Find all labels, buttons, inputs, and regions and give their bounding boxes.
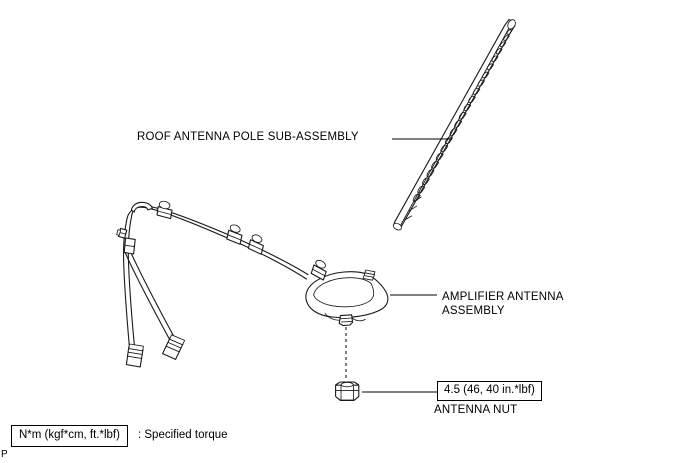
harness-clip — [156, 200, 173, 220]
torque-legend-box: N*m (kgf*cm, ft.*lbf) — [11, 425, 128, 447]
label-amplifier-antenna: AMPLIFIER ANTENNA ASSEMBLY — [442, 290, 564, 318]
antenna-nut-part — [335, 381, 360, 401]
amplifier-antenna-part — [305, 269, 389, 327]
torque-value-box: 4.5 (46, 40 in.*lbf) — [437, 381, 542, 401]
roof-antenna-pole-part — [392, 19, 516, 231]
label-amplifier-antenna-line2: ASSEMBLY — [442, 305, 505, 317]
harness-connector — [125, 343, 144, 368]
label-amplifier-antenna-line1: AMPLIFIER ANTENNA — [442, 291, 564, 303]
pole-rib-texture — [412, 29, 513, 202]
page-mark: P — [1, 449, 8, 460]
harness-connector — [162, 334, 186, 360]
harness-clip — [247, 234, 264, 255]
antenna-cable-harness-part — [116, 200, 327, 368]
label-roof-antenna-pole: ROOF ANTENNA POLE SUB-ASSEMBLY — [137, 131, 359, 143]
harness-clip — [226, 224, 243, 245]
torque-legend-note: : Specified torque — [138, 429, 228, 441]
harness-clip — [310, 259, 327, 281]
label-antenna-nut: ANTENNA NUT — [434, 404, 518, 416]
